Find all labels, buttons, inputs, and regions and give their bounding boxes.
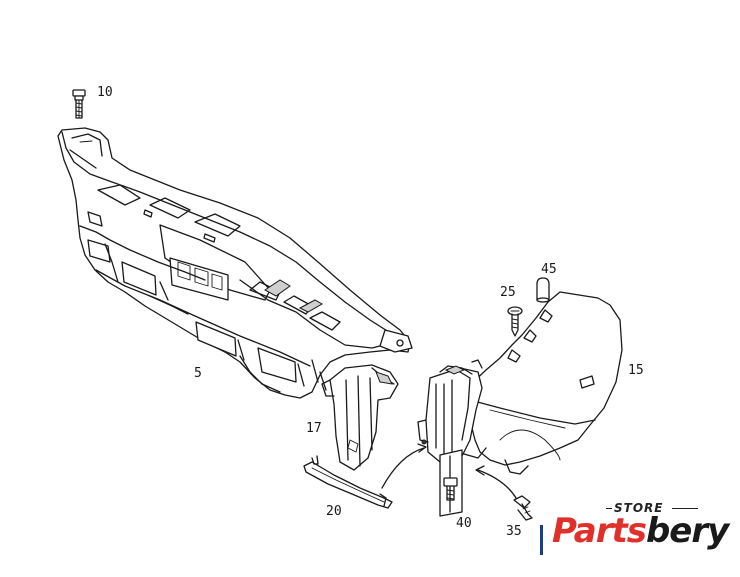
label-25: 25 (500, 285, 516, 300)
logo-brand-red: Parts (552, 511, 647, 551)
bolt-40 (443, 477, 458, 501)
bumper-carrier-5 (57, 127, 413, 399)
logo-accent-bar (540, 525, 543, 555)
label-17: 17 (306, 421, 322, 436)
leader-arrow-bolt (475, 465, 517, 499)
logo-divider-right (672, 508, 698, 509)
leader-arrow-strip (381, 443, 427, 489)
label-10: 10 (97, 85, 113, 100)
logo-store-text: STORE (614, 501, 664, 515)
strip-20 (303, 455, 393, 509)
bolt-10 (72, 89, 86, 119)
label-35: 35 (506, 524, 522, 539)
bracket-17 (321, 364, 399, 471)
store-logo: STORE Partsbery (540, 497, 740, 577)
cap-45 (536, 277, 550, 303)
label-20: 20 (326, 504, 342, 519)
label-5: 5 (194, 366, 202, 381)
bolt-35 (513, 495, 533, 521)
bracket-40 (417, 365, 487, 517)
label-40: 40 (456, 516, 472, 531)
screw-25 (507, 306, 523, 337)
label-15: 15 (628, 363, 644, 378)
label-45: 45 (541, 262, 557, 277)
logo-brand: Partsbery (552, 511, 729, 551)
logo-brand-dark: bery (645, 511, 729, 551)
fender-15 (465, 291, 623, 475)
logo-divider-left (606, 508, 612, 509)
